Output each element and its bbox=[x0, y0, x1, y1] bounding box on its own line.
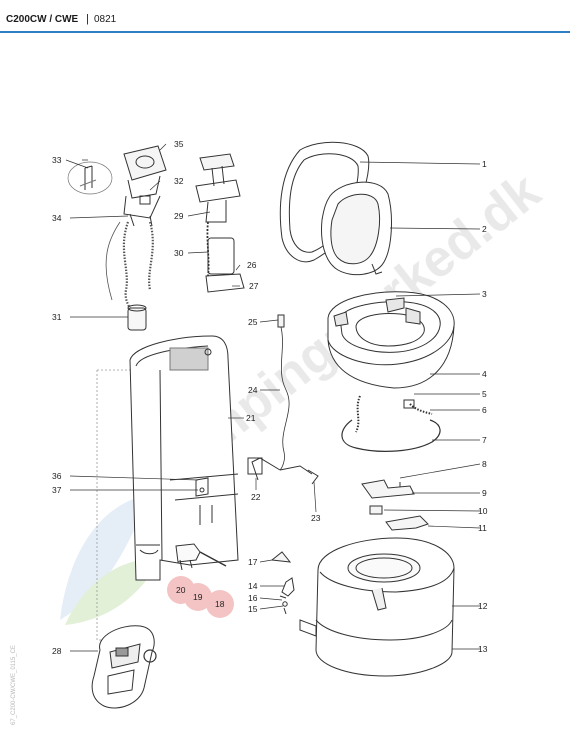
part-18-20-assembly bbox=[175, 543, 227, 571]
parts-drawing bbox=[67, 141, 455, 709]
label-27: 27 bbox=[249, 281, 259, 291]
part-3-4-bowl bbox=[327, 291, 455, 389]
pump-assembly bbox=[195, 153, 245, 293]
part-36-37-lever bbox=[195, 477, 209, 497]
part-labels: 1 2 3 4 5 6 7 8 9 10 11 12 13 14 15 16 1… bbox=[52, 139, 488, 656]
label-18: 18 bbox=[215, 599, 225, 609]
highlights bbox=[167, 576, 234, 618]
model-title: C200CW / CWE bbox=[6, 14, 79, 25]
part-31-cylinder bbox=[127, 304, 147, 331]
label-30: 30 bbox=[174, 248, 184, 258]
document-code: 0821 bbox=[94, 14, 117, 25]
label-13: 13 bbox=[478, 644, 488, 654]
label-25: 25 bbox=[248, 317, 258, 327]
label-24: 24 bbox=[248, 385, 258, 395]
header-separator: | bbox=[86, 13, 89, 25]
label-28: 28 bbox=[52, 646, 62, 656]
label-34: 34 bbox=[52, 213, 62, 223]
valve-head-assembly bbox=[123, 145, 167, 227]
label-8: 8 bbox=[482, 459, 487, 469]
part-14-17-small bbox=[270, 551, 295, 615]
part-10-clip bbox=[369, 505, 383, 515]
part-11-bracket bbox=[385, 515, 429, 531]
part-5-7-hose bbox=[341, 395, 441, 452]
label-37: 37 bbox=[52, 485, 62, 495]
label-7: 7 bbox=[482, 435, 487, 445]
label-36: 36 bbox=[52, 471, 62, 481]
label-35: 35 bbox=[174, 139, 184, 149]
label-9: 9 bbox=[482, 488, 487, 498]
label-16: 16 bbox=[248, 593, 258, 603]
label-26: 26 bbox=[247, 260, 257, 270]
label-32: 32 bbox=[174, 176, 184, 186]
header-rule bbox=[0, 31, 570, 33]
label-31: 31 bbox=[52, 312, 62, 322]
part-33-detail bbox=[67, 161, 113, 195]
part-21-backplate bbox=[129, 335, 239, 581]
label-10: 10 bbox=[478, 506, 488, 516]
highlight-19 bbox=[184, 583, 212, 611]
part-2-seat bbox=[321, 181, 392, 276]
label-20: 20 bbox=[176, 585, 186, 595]
label-29: 29 bbox=[174, 211, 184, 221]
label-11: 11 bbox=[478, 523, 487, 533]
label-19: 19 bbox=[193, 592, 203, 602]
label-15: 15 bbox=[248, 604, 258, 614]
label-12: 12 bbox=[478, 601, 488, 611]
part-12-13-tank bbox=[299, 537, 455, 677]
label-5: 5 bbox=[482, 389, 487, 399]
label-22: 22 bbox=[251, 492, 261, 502]
label-1: 1 bbox=[482, 159, 487, 169]
page-header: C200CW / CWE | 0821 bbox=[0, 0, 570, 34]
label-14: 14 bbox=[248, 581, 258, 591]
leader-lines bbox=[65, 143, 481, 652]
exploded-parts-diagram: campingmarked.dk bbox=[52, 139, 551, 709]
part-8-9-bracket bbox=[361, 479, 415, 499]
label-21: 21 bbox=[246, 413, 256, 423]
part-22-25-cable bbox=[247, 314, 319, 485]
label-2: 2 bbox=[482, 224, 487, 234]
part-28-cap bbox=[91, 625, 157, 709]
highlight-18 bbox=[206, 590, 234, 618]
label-33: 33 bbox=[52, 155, 62, 165]
label-3: 3 bbox=[482, 289, 487, 299]
watermark-leaf-blue bbox=[60, 495, 150, 620]
label-23: 23 bbox=[311, 513, 321, 523]
label-6: 6 bbox=[482, 405, 487, 415]
label-17: 17 bbox=[248, 557, 258, 567]
label-4: 4 bbox=[482, 369, 487, 379]
valve-cables bbox=[105, 221, 154, 313]
